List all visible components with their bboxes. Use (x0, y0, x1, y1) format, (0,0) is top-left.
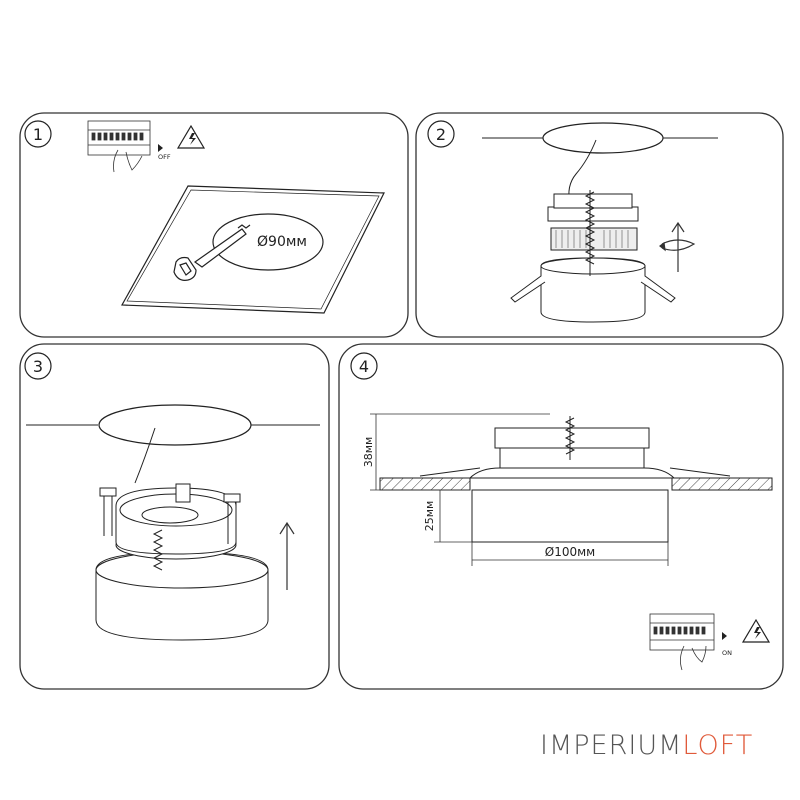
ceiling-panel (121, 185, 385, 314)
hole-diameter-label: Ø90мм (257, 234, 307, 250)
downlight-fixture (95, 483, 269, 641)
ceiling-hole (212, 213, 324, 271)
high-voltage-icon (176, 124, 206, 149)
arrow-right-icon (158, 144, 163, 152)
panel-step-2: 2 (415, 112, 784, 338)
step-4-number: 4 (359, 357, 369, 376)
rotate-arrow-icon (659, 221, 696, 272)
panel-step-4: 4 38мм 25мм Ø100мм (338, 343, 784, 690)
step-3-badge (24, 352, 52, 380)
ceiling-opening (98, 404, 252, 446)
brand-part-1: IMPERIUM (540, 730, 683, 761)
ceiling-section (379, 477, 773, 491)
downlight-fixture (510, 193, 676, 323)
step-1-badge (24, 120, 52, 148)
dimension-lines (370, 413, 669, 566)
panel-step-1: 1 OFF Ø90мм (19, 112, 409, 338)
spring-icon (564, 417, 576, 455)
panel-step-3: 3 (19, 343, 330, 690)
step-4-badge (350, 352, 378, 380)
high-voltage-icon (741, 618, 771, 643)
height-dimension-label: 38мм (362, 437, 375, 468)
brand-logo: IMPERIUMLOFT (540, 730, 753, 761)
step-2-number: 2 (436, 125, 446, 144)
circuit-breaker-icon (87, 120, 151, 173)
step-2-badge (427, 120, 455, 148)
spring-icon (584, 191, 596, 265)
spring-icon (152, 529, 164, 571)
step-3-number: 3 (33, 357, 43, 376)
downlight-fixture (419, 427, 731, 543)
ceiling-opening (542, 122, 664, 154)
step-1-number: 1 (33, 125, 43, 144)
breaker-off-label: OFF (158, 153, 171, 161)
circuit-breaker-icon (649, 613, 715, 671)
arrow-right-icon (722, 632, 727, 640)
breaker-on-label: ON (722, 649, 732, 657)
brand-part-2: LOFT (682, 730, 754, 761)
diameter-dimension-label: Ø100мм (545, 545, 595, 559)
up-arrow-icon (279, 521, 295, 590)
depth-dimension-label: 25мм (423, 501, 436, 532)
power-wire (134, 427, 156, 484)
jigsaw-icon (173, 224, 251, 281)
